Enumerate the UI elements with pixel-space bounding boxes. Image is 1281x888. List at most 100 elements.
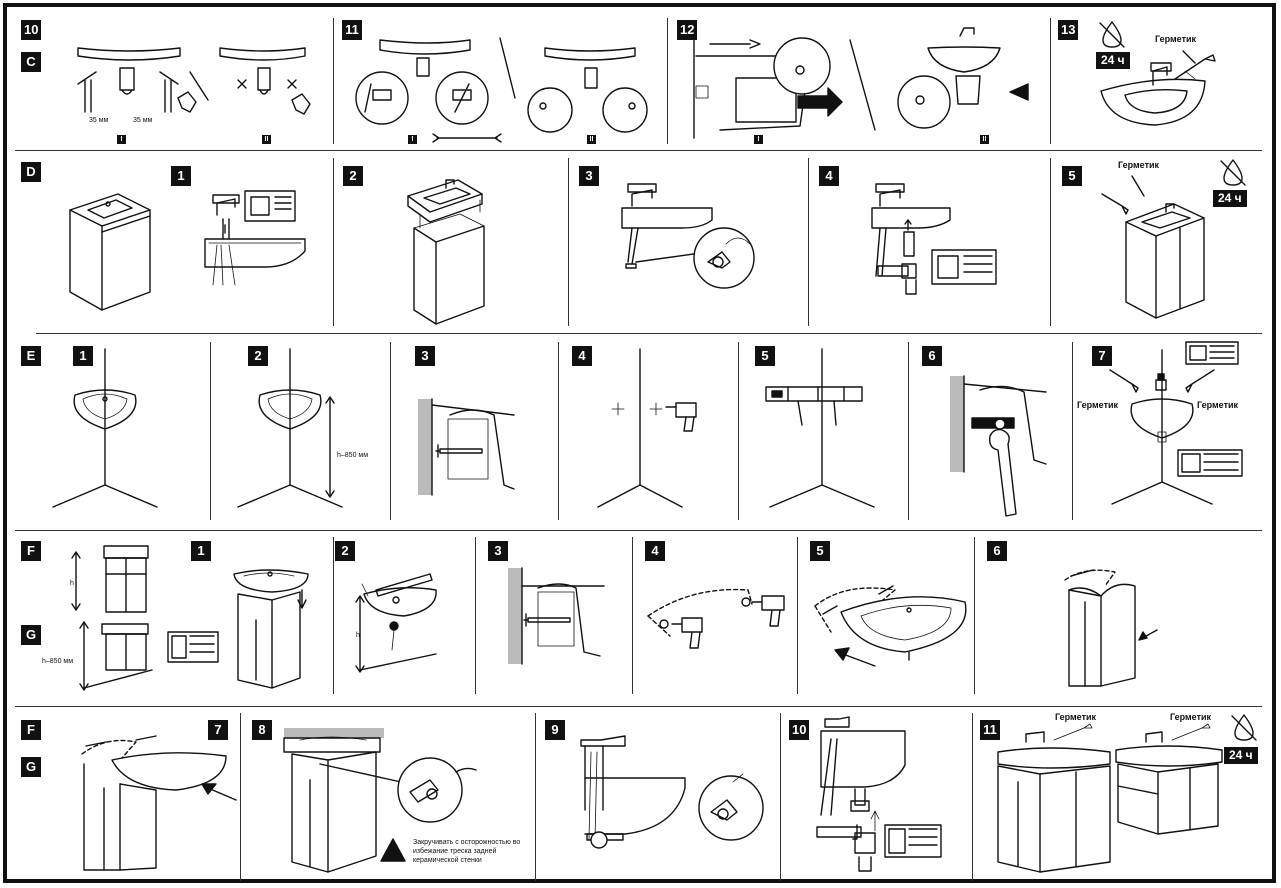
- step-badge: 4: [819, 166, 839, 186]
- column-divider: [333, 18, 334, 144]
- drill-wall-illustration: [597, 348, 697, 508]
- vanity-tighten-illustration: [283, 728, 477, 873]
- column-divider: [780, 713, 781, 881]
- height-label: h–850 мм: [337, 452, 369, 459]
- no-water-icon: [1231, 714, 1257, 741]
- section-badge-d: D: [21, 162, 41, 182]
- step-badge: 10: [21, 20, 42, 40]
- column-divider: [797, 537, 798, 694]
- column-divider: [808, 158, 809, 326]
- step-badge: 3: [488, 541, 508, 561]
- section-badge-g: G: [21, 625, 41, 645]
- step-badge: 10: [789, 720, 810, 740]
- sheet-frame: [3, 3, 1276, 883]
- faucet-hoses-illustration: [204, 190, 306, 286]
- vanity-basin-mount-illustration: [81, 735, 237, 871]
- vanity-heights-illustration: [71, 545, 219, 691]
- section-badge-c: C: [21, 52, 41, 72]
- corner-basin-illustration: [52, 348, 158, 508]
- vanity-bolts-illustration: [1064, 569, 1158, 687]
- no-water-icon: [1099, 21, 1125, 48]
- column-divider: [632, 537, 633, 694]
- step-badge: 2: [335, 541, 355, 561]
- column-divider: [667, 18, 668, 144]
- sealant-label: Герметик: [1055, 712, 1097, 722]
- height-label: h–850 мм: [42, 658, 74, 665]
- step-badge: 6: [987, 541, 1007, 561]
- wall-bracket-section-illustration: [418, 398, 515, 496]
- section-badge-f: F: [21, 541, 41, 561]
- step-badge: 3: [415, 346, 435, 366]
- drill-holes-illustration: [647, 588, 785, 649]
- step-badge: 4: [645, 541, 665, 561]
- siphon-connection-illustration: [816, 716, 942, 872]
- step-badge: 9: [545, 720, 565, 740]
- row-divider: [15, 530, 1262, 531]
- basin-bolts-illustration: [77, 47, 311, 115]
- sealant-label: Герметик: [1155, 34, 1197, 44]
- basin-on-vanity-illustration: [407, 179, 485, 325]
- column-divider: [333, 537, 334, 694]
- cure-time-badge: 24 ч: [1213, 190, 1247, 207]
- variant-badge: II: [980, 135, 989, 144]
- section-badge-g: G: [21, 757, 41, 777]
- column-divider: [974, 537, 975, 694]
- faucet-connection-illustration: [580, 735, 764, 849]
- step-badge: 3: [579, 166, 599, 186]
- column-divider: [333, 158, 334, 326]
- sealant-label: Герметик: [1118, 160, 1160, 170]
- sealant-label: Герметик: [1077, 400, 1119, 410]
- column-divider: [908, 342, 909, 520]
- step-badge: 7: [208, 720, 228, 740]
- corner-basin-height-illustration: [237, 348, 343, 508]
- sealant-label: Герметик: [1197, 400, 1239, 410]
- column-divider: [1050, 18, 1051, 144]
- basin-mount-illustration: [814, 585, 967, 667]
- basin-on-vanity-illustration: [233, 569, 309, 689]
- finished-vanity-wall-hung-illustration: [1115, 723, 1223, 835]
- siphon-assembly-illustration: [871, 183, 997, 295]
- vanity-unit-illustration: [69, 193, 151, 311]
- step-badge: 5: [755, 346, 775, 366]
- variant-badge: II: [262, 135, 271, 144]
- column-divider: [210, 342, 211, 520]
- bracket-on-wall-illustration: [765, 348, 875, 508]
- step-badge: 5: [810, 541, 830, 561]
- column-divider: [390, 342, 391, 520]
- sealant-label: Герметик: [1170, 712, 1212, 722]
- column-divider: [972, 713, 973, 881]
- section-badge-e: E: [21, 346, 41, 366]
- step-badge: 11: [342, 20, 362, 40]
- warning-icon: [380, 838, 406, 862]
- variant-badge: II: [587, 135, 596, 144]
- basin-sealant-illustration: [1100, 50, 1216, 126]
- warning-note: Закручивать с осторожностью во избежание…: [413, 839, 521, 864]
- column-divider: [535, 713, 536, 881]
- step-badge: 4: [572, 346, 592, 366]
- wall-plate-illustration: [693, 27, 1029, 139]
- row-divider: [36, 333, 1262, 334]
- wall-bracket-section-illustration: [508, 567, 605, 665]
- row-divider: [15, 706, 1262, 707]
- basin-mounting-detail-illustration: [355, 37, 648, 143]
- column-divider: [568, 158, 569, 326]
- column-divider: [738, 342, 739, 520]
- step-badge: 13: [1058, 20, 1079, 40]
- height-label: h: [356, 632, 360, 639]
- finished-vanity-illustration: [997, 723, 1111, 873]
- wall-marking-illustration: [355, 573, 437, 673]
- variant-badge: I: [754, 135, 763, 144]
- step-badge: 5: [1062, 166, 1082, 186]
- step-badge: 8: [252, 720, 272, 740]
- step-badge: 11: [980, 720, 1000, 740]
- step-badge: 12: [677, 20, 698, 40]
- column-divider: [1072, 342, 1073, 520]
- row-divider: [15, 150, 1262, 151]
- variant-badge: I: [408, 135, 417, 144]
- hose-connection-illustration: [621, 183, 755, 289]
- column-divider: [475, 537, 476, 694]
- section-badge-f: F: [21, 720, 41, 740]
- dimension-label: 35 мм: [133, 117, 153, 124]
- wrench-tighten-illustration: [950, 375, 1047, 517]
